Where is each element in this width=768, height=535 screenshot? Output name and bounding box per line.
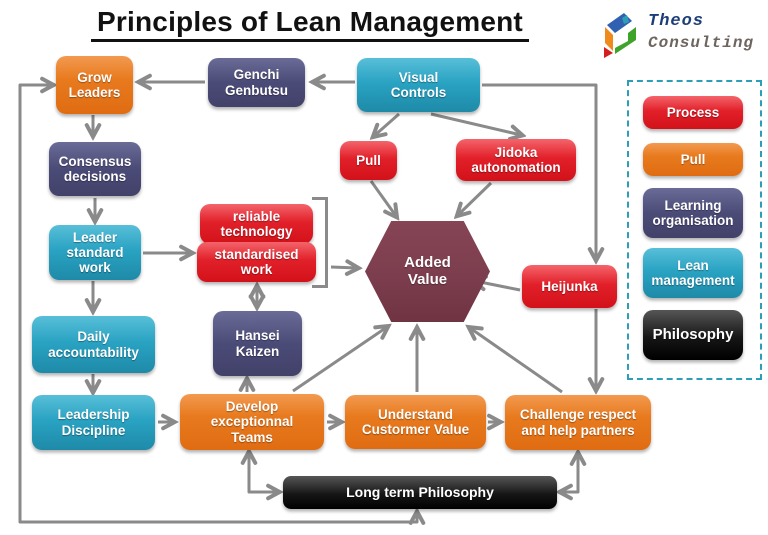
legend-panel: Process Pull Learning organisation Lean … <box>627 80 762 380</box>
node-consensus-decisions: Consensus decisions <box>49 142 141 196</box>
node-leadership-discipline: Leadership Discipline <box>32 395 155 450</box>
node-understand-customer-value: Understand Custormer Value <box>345 395 486 449</box>
node-pull: Pull <box>340 141 397 180</box>
theos-consulting-logo: Theos Consulting <box>598 8 763 64</box>
node-standardised-work: standardised work <box>197 242 316 282</box>
logo-name: Theos <box>648 12 705 31</box>
title-wrap: Principles of Lean Management <box>0 6 620 42</box>
node-jidoka-autonomation: Jidoka autonomation <box>456 139 576 181</box>
node-long-term-philosophy: Long term Philosophy <box>283 476 557 509</box>
legend-item-philosophy: Philosophy <box>643 310 743 360</box>
node-hansei-kaizen: Hansei Kaizen <box>213 311 302 376</box>
node-develop-exceptional-teams: Develop exceptionnal Teams <box>180 394 324 450</box>
legend-item-lean-management: Lean management <box>643 248 743 298</box>
node-visual-controls: Visual Controls <box>357 58 480 112</box>
cube-arrows-logo-icon <box>604 13 636 58</box>
group-bracket <box>312 197 328 288</box>
node-challenge-respect-partners: Challenge respect and help partners <box>505 395 651 450</box>
node-leader-standard-work: Leader standard work <box>49 225 141 280</box>
node-added-value: Added Value <box>365 221 490 322</box>
page-title: Principles of Lean Management <box>91 6 529 42</box>
node-reliable-technology: reliable technology <box>200 204 313 244</box>
legend-item-learning-organisation: Learning organisation <box>643 188 743 238</box>
legend-item-pull: Pull <box>643 143 743 176</box>
node-grow-leaders: Grow Leaders <box>56 56 133 114</box>
node-heijunka: Heijunka <box>522 265 617 308</box>
node-genchi-genbutsu: Genchi Genbutsu <box>208 58 305 107</box>
legend-item-process: Process <box>643 96 743 129</box>
logo-tagline: Consulting <box>648 34 755 52</box>
node-daily-accountability: Daily accountability <box>32 316 155 373</box>
